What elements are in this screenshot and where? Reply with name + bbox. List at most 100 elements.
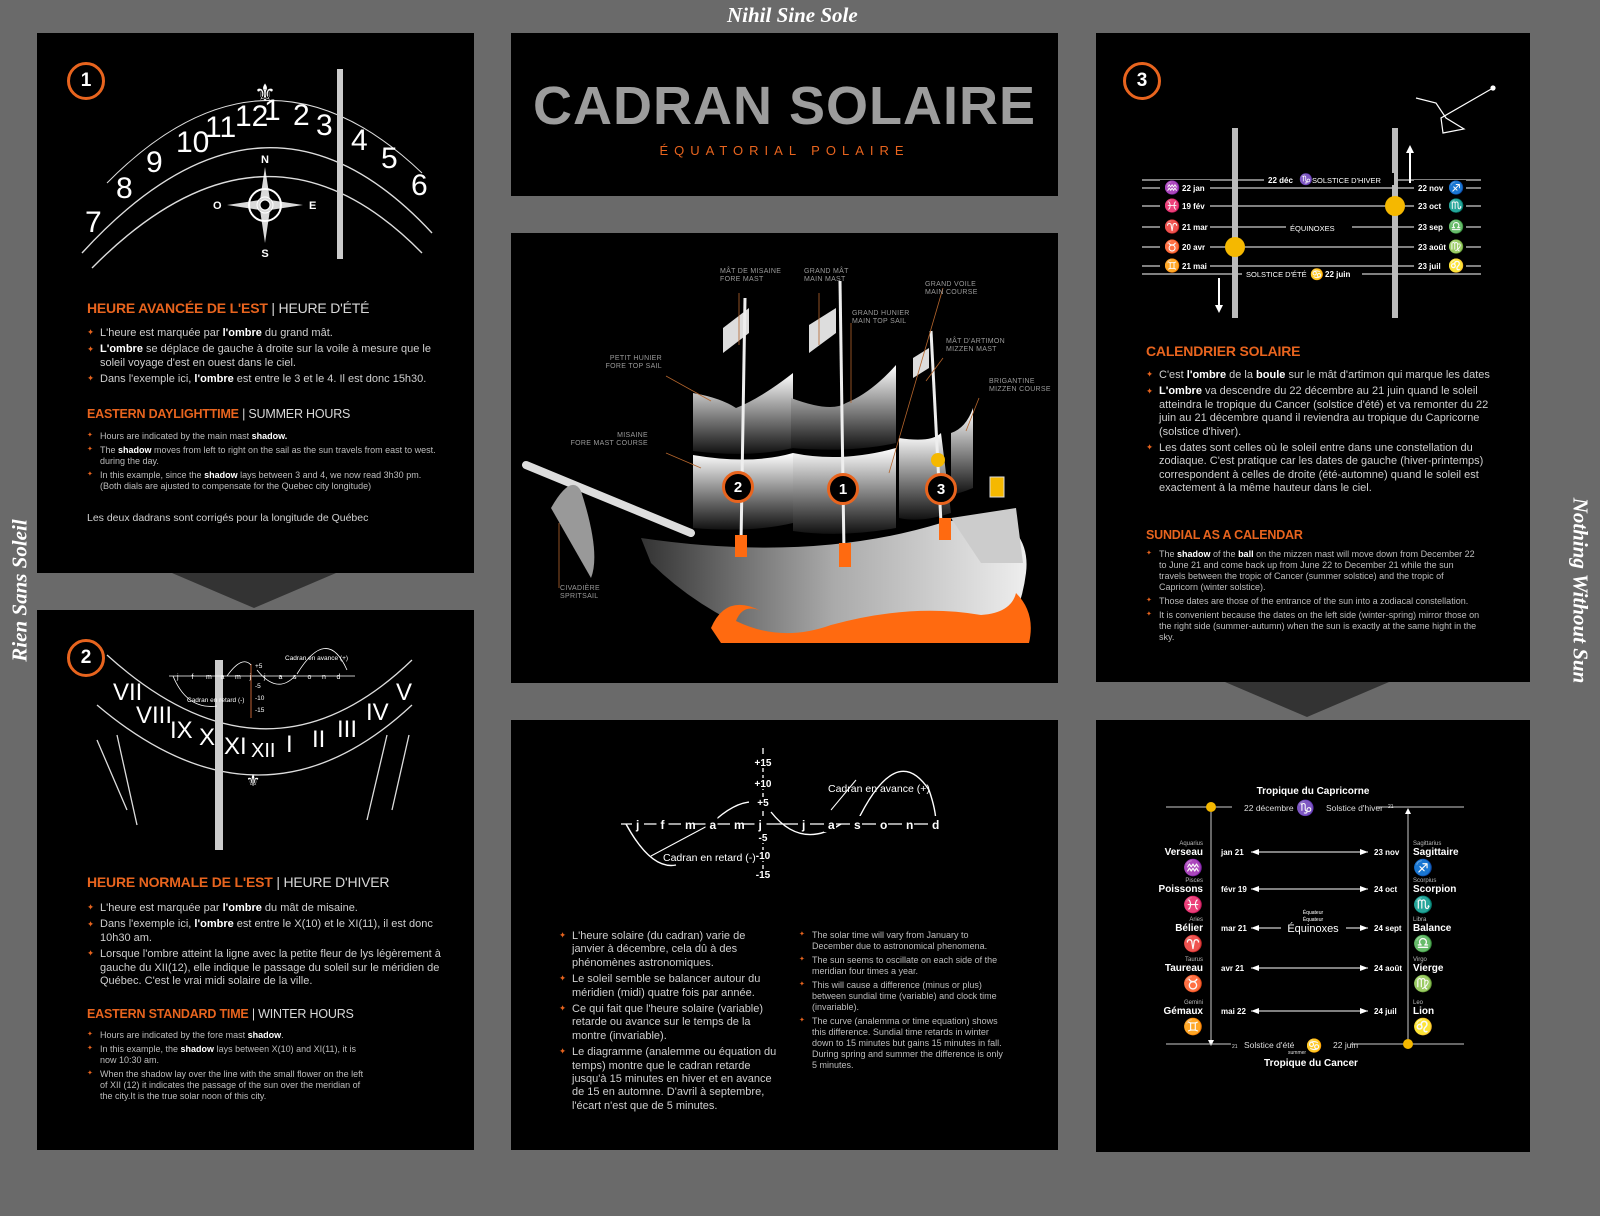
motto-top: Nihil Sine Sole <box>727 3 858 27</box>
dial-numeral: 8 <box>116 172 133 205</box>
mizzen-ball <box>931 453 945 467</box>
mini-early-label: Cadran en avance (+) <box>285 655 348 662</box>
dial-numeral: 4 <box>351 124 368 157</box>
bullet-item: This will cause a difference (minus or p… <box>799 980 1009 1013</box>
bullet-text: The solar time will vary from January to… <box>812 930 988 951</box>
date-label: 24 juil <box>1374 1007 1397 1016</box>
svg-text:ÉQUINOXES: ÉQUINOXES <box>1290 224 1335 233</box>
tick-label: -10 <box>756 851 771 862</box>
panel-zodiac-calendar: Tropique du Capricorne 22 décembre ♑ Sol… <box>1096 720 1530 1152</box>
bullet-text: The <box>1159 549 1178 559</box>
bold-term: shadow <box>204 469 238 480</box>
tick-label: -15 <box>255 707 265 714</box>
bullet-text: Dans l'exemple ici, <box>100 918 195 931</box>
bold-term: l'ombre <box>222 902 262 914</box>
arrowhead <box>1251 849 1259 855</box>
latin-name: Taurus <box>1185 957 1203 963</box>
bullet-item: Lorsque l'ombre atteint la ligne avec la… <box>87 948 447 988</box>
date-label: jan 21 <box>1220 848 1244 857</box>
sign-name: Verseau <box>1165 847 1203 858</box>
zodiac-sign-icon: ♌ <box>1448 258 1464 273</box>
dial-numeral: 5 <box>381 142 398 175</box>
row-gap <box>1414 198 1466 210</box>
zodiac-sign-icon: ♏ <box>1448 198 1464 213</box>
svg-text:21: 21 <box>1232 1044 1238 1050</box>
bold-term: l'ombre <box>194 918 234 931</box>
zodiac-calendar-diagram: Tropique du Capricorne 22 décembre ♑ Sol… <box>1159 786 1464 1069</box>
month-label: f <box>192 674 194 681</box>
svg-text:22 juin: 22 juin <box>1333 1040 1358 1050</box>
bold-term: shadow <box>180 1043 215 1054</box>
ship-badge-2: 2 <box>722 471 754 503</box>
big-dipper-icon <box>1415 85 1496 134</box>
fr-bullets: L'heure solaire (du cadran) varie de jan… <box>559 930 779 1116</box>
pointer-arrow <box>172 573 336 608</box>
tick-label: -5 <box>759 833 768 844</box>
zodiac-sign-icon: ♓ <box>1164 198 1180 213</box>
row-gap <box>1414 258 1466 270</box>
dial-numeral: VIII <box>136 702 172 729</box>
bullet-text: of the <box>1210 549 1239 559</box>
date-label: 22 nov <box>1418 184 1444 193</box>
motto-left: Rien Sans Soleil <box>7 519 32 662</box>
latin-name: Aries <box>1189 917 1203 923</box>
bullet-item: Le soleil semble se balancer autour du m… <box>559 973 779 1000</box>
bullet-item: The shadow of the ball on the mizzen mas… <box>1146 549 1481 593</box>
dial-numeral: III <box>337 716 357 743</box>
month-gap <box>656 816 669 832</box>
page-title: CADRAN SOLAIRE <box>532 76 1036 136</box>
svg-text:Solstice d'hiver: Solstice d'hiver <box>1326 803 1383 813</box>
sun-ball-left <box>1225 237 1245 257</box>
fleur-de-lis-icon: ⚜ <box>254 80 276 107</box>
row-gap <box>1160 239 1210 251</box>
bold-term: shadow <box>1177 549 1211 559</box>
month-label: a <box>710 818 717 832</box>
sign-name: Poissons <box>1159 884 1204 895</box>
main-mast-gnomon <box>337 69 343 259</box>
sign-name: Gémaux <box>1164 1006 1204 1017</box>
date-label: 21 mar <box>1182 223 1208 232</box>
en-bullets: The solar time will vary from January to… <box>799 930 1009 1074</box>
zodiac-sign-icon: ♓ <box>1183 895 1203 914</box>
date-label: 22 jan <box>1182 184 1205 193</box>
dial-numeral: 7 <box>85 206 102 239</box>
row-gap <box>1160 198 1210 210</box>
bold-term: L'ombre <box>1159 385 1202 398</box>
date-label: 20 avr <box>1182 243 1205 252</box>
ship-illustration <box>522 280 1031 643</box>
sign-name: Sagittaire <box>1413 847 1459 858</box>
equinox-label: Équinoxes <box>1287 922 1339 935</box>
fr-bullets: L'heure est marquée par l'ombre du mât d… <box>87 902 447 991</box>
zodiac-sign-icon: ♒ <box>1164 180 1180 195</box>
month-label: j <box>758 818 762 832</box>
tick-label: +15 <box>755 758 772 769</box>
bullet-text: L'heure est marquée par <box>100 327 223 339</box>
sign-name: Bélier <box>1175 923 1203 934</box>
date-label: mar 21 <box>1221 924 1247 933</box>
title-panel: CADRAN SOLAIRE ÉQUATORIAL POLAIRE <box>511 33 1058 196</box>
row-gap <box>1160 180 1210 192</box>
bullet-item: When the shadow lay over the line with t… <box>87 1069 367 1102</box>
zodiac-sign-icon: ♈ <box>1164 219 1180 234</box>
sails <box>693 365 973 534</box>
bullet-text: Those dates are those of the entrance of… <box>1159 595 1469 606</box>
month-gap <box>632 816 644 832</box>
date-label: 23 sep <box>1418 223 1443 232</box>
svg-text:22 déc: 22 déc <box>1268 176 1293 185</box>
bold-term: boule <box>1256 369 1286 381</box>
latin-name: Pisces <box>1185 878 1203 884</box>
dial-numeral: 9 <box>146 146 163 179</box>
month-label: m <box>734 818 745 832</box>
sun-ball-right <box>1385 196 1405 216</box>
date-label: 23 oct <box>1418 202 1441 211</box>
tick-label: +5 <box>757 798 769 809</box>
bullet-text: The <box>100 444 119 455</box>
